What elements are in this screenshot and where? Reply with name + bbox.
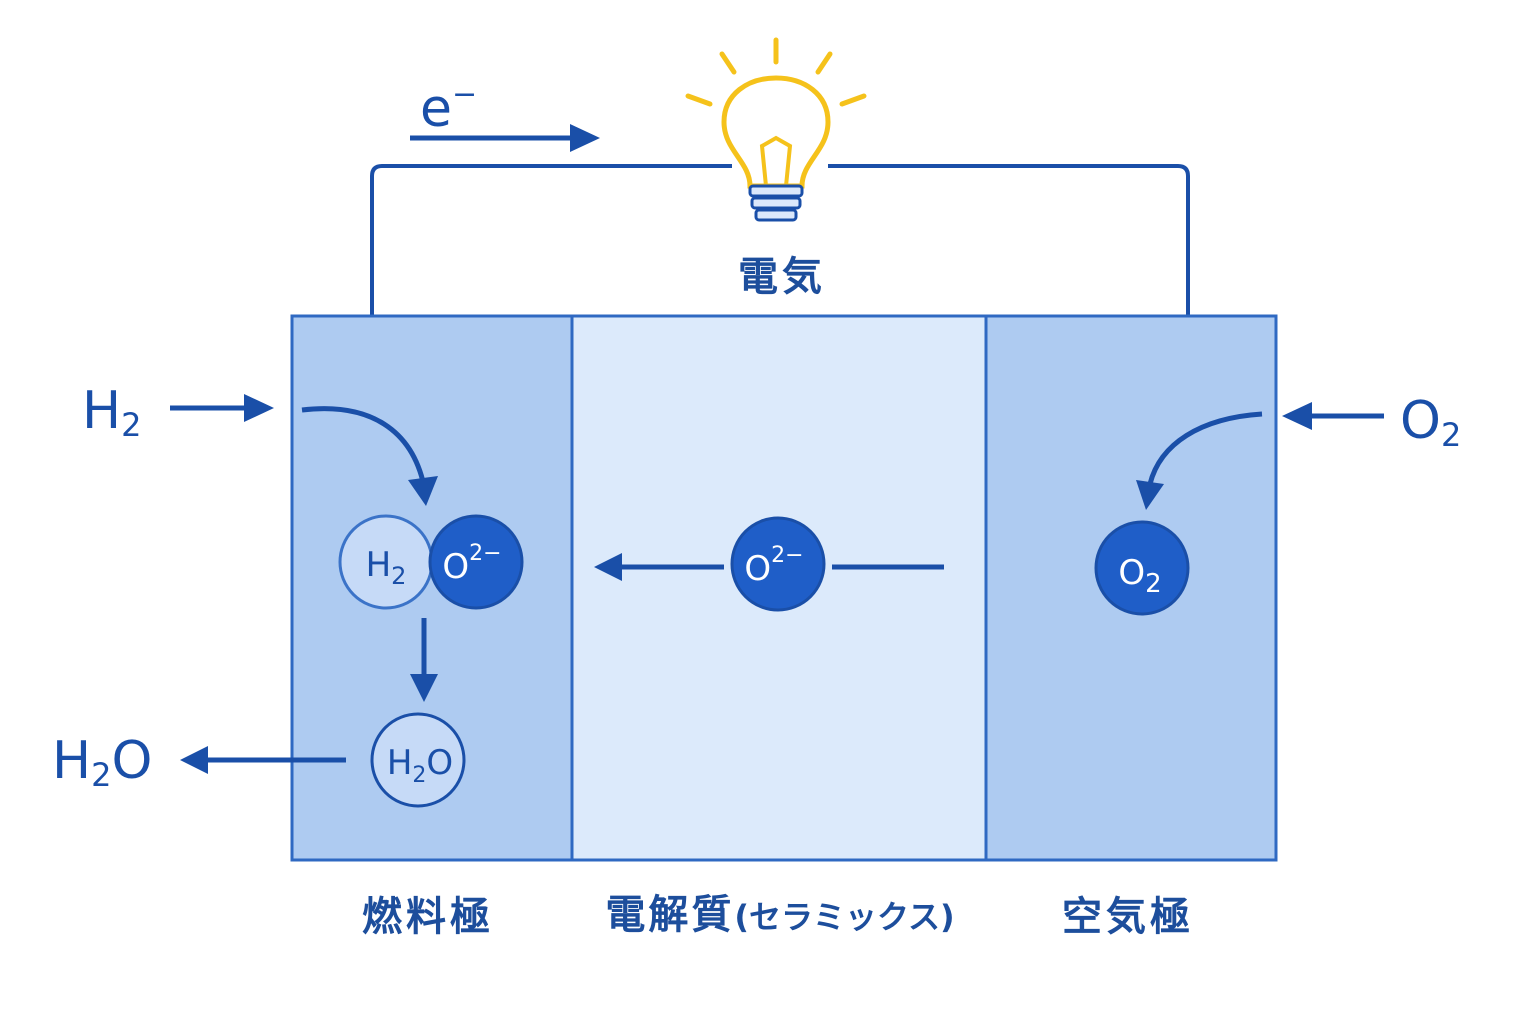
oxide-ion-anode-label: O2− bbox=[442, 541, 501, 587]
electricity-label: 電気 bbox=[738, 254, 826, 300]
oxide-ion-flow-arrow bbox=[594, 553, 944, 581]
h2-curve-arrowhead bbox=[408, 476, 438, 506]
o2-curve-arrow bbox=[1147, 411, 1263, 485]
h2-input-arrow bbox=[170, 394, 274, 422]
electrolyte-label: 電解質(セラミックス) bbox=[605, 892, 954, 938]
electron-flow-arrow bbox=[410, 124, 600, 152]
light-bulb-icon bbox=[685, 37, 867, 222]
h2o-output-arrow bbox=[180, 746, 346, 774]
o2-input-arrow bbox=[1282, 402, 1384, 430]
anode-label: 燃料極 bbox=[362, 894, 494, 940]
oxide-ion-anode bbox=[428, 514, 524, 610]
circuit-wire bbox=[370, 164, 1190, 316]
o2-molecule-cathode-label: O2 bbox=[1118, 553, 1161, 599]
h2-molecule-label: H2 bbox=[366, 545, 407, 590]
o2-molecule-cathode bbox=[1094, 520, 1190, 616]
oxide-ion-electrolyte bbox=[730, 516, 826, 612]
h2-input-label: H2 bbox=[82, 381, 141, 444]
h2o-molecule bbox=[370, 712, 466, 808]
oxide-ion-electrolyte-label: O2− bbox=[744, 543, 803, 589]
h2o-output-label: H2O bbox=[52, 731, 152, 794]
h2-curve-arrow bbox=[301, 406, 427, 487]
o2-input-label: O2 bbox=[1400, 391, 1461, 454]
electron-label: e− bbox=[420, 77, 477, 139]
reaction-down-arrow bbox=[410, 618, 438, 702]
h2o-molecule-label: H2O bbox=[387, 743, 453, 788]
o2-curve-arrowhead bbox=[1136, 480, 1164, 510]
cathode-label: 空気極 bbox=[1062, 894, 1194, 940]
